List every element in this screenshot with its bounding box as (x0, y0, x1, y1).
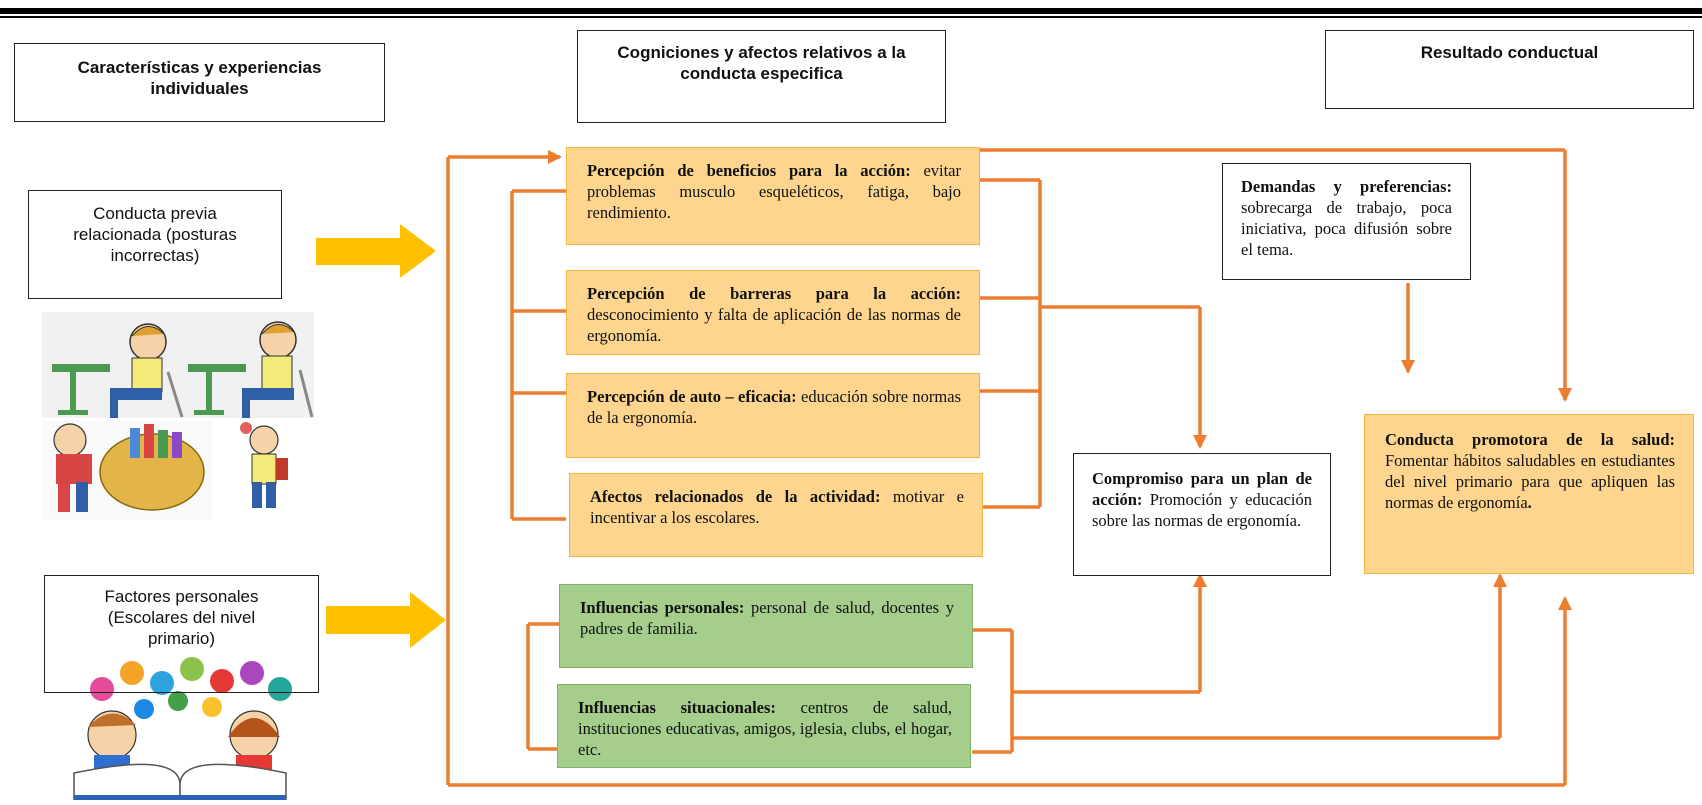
yellow-arrow-conducta (316, 224, 436, 278)
afectos-title: Afectos relacionados de la actividad: (590, 487, 881, 506)
influencias-personales-box: Influencias personales: personal de salu… (559, 584, 973, 668)
conducta-promotora-end: . (1527, 493, 1532, 512)
afectos-box: Afectos relacionados de la actividad: mo… (569, 473, 983, 557)
influencias-situacionales-text: centros de salud, instituciones educativ… (578, 698, 952, 759)
beneficios-title: Percepción de beneficios para la acción: (587, 161, 911, 180)
header-caracteristicas-text: Características y experiencias individua… (77, 58, 322, 98)
posture-illustration-svg (42, 312, 314, 520)
header-cogniciones-text: Cogniciones y afectos relativos a la con… (617, 43, 906, 83)
factores-personales-text: Factores personales (Escolares del nivel… (104, 587, 259, 648)
influencias-situacionales-title: Influencias situacionales: (578, 698, 776, 717)
compromiso-title: Compromiso para un plan de acción: (1092, 469, 1312, 509)
afectos-text: motivar e incentivar a los escolares. (590, 487, 964, 527)
influencias-personales-title: Influencias personales: (580, 598, 745, 617)
compromiso-text: Promoción y educación sobre las normas d… (1092, 490, 1312, 530)
autoeficacia-text: educación sobre normas de la ergonomía. (587, 387, 961, 427)
influencias-situacionales-box: Influencias situacionales: centros de sa… (557, 684, 971, 768)
barreras-box: Percepción de barreras para la acción: d… (566, 270, 980, 355)
compromiso-box: Compromiso para un plan de acción: Promo… (1073, 453, 1331, 576)
beneficios-text: evitar problemas musculo esqueléticos, f… (587, 161, 962, 222)
barreras-title: Percepción de barreras para la acción: (587, 284, 961, 303)
posture-illustration (40, 312, 316, 520)
header-caracteristicas: Características y experiencias individua… (14, 43, 385, 122)
yellow-arrow-factores (326, 592, 446, 648)
conducta-promotora-box: Conducta promotora de la salud: Fomentar… (1364, 414, 1694, 574)
kids-reading-illustration (40, 655, 318, 801)
influencias-personales-text: personal de salud, docentes y padres de … (580, 598, 954, 638)
demandas-box: Demandas y preferencias: sobrecarga de t… (1222, 163, 1471, 280)
header-resultado-text: Resultado conductual (1420, 43, 1599, 62)
barreras-text: desconocimiento y falta de aplicación de… (587, 305, 961, 345)
conducta-previa-box: Conducta previa relacionada (posturas in… (28, 190, 282, 299)
demandas-text: sobrecarga de trabajo, poca iniciativa, … (1241, 198, 1452, 259)
demandas-title: Demandas y preferencias: (1241, 177, 1452, 196)
conducta-previa-text: Conducta previa relacionada (posturas in… (73, 204, 237, 265)
autoeficacia-title: Percepción de auto – eficacia: (587, 387, 797, 406)
factores-personales-box: Factores personales (Escolares del nivel… (44, 575, 319, 693)
top-rule-thick (0, 8, 1702, 14)
autoeficacia-box: Percepción de auto – eficacia: educación… (566, 373, 980, 458)
beneficios-box: Percepción de beneficios para la acción:… (566, 147, 980, 245)
header-resultado: Resultado conductual (1325, 30, 1694, 109)
conducta-promotora-text: Fomentar hábitos saludables en estudiant… (1385, 451, 1675, 512)
header-cogniciones: Cogniciones y afectos relativos a la con… (577, 30, 946, 123)
top-rule-thin (0, 16, 1702, 18)
conducta-promotora-title: Conducta promotora de la salud: (1385, 430, 1675, 449)
kids-reading-illustration-svg (73, 657, 292, 801)
